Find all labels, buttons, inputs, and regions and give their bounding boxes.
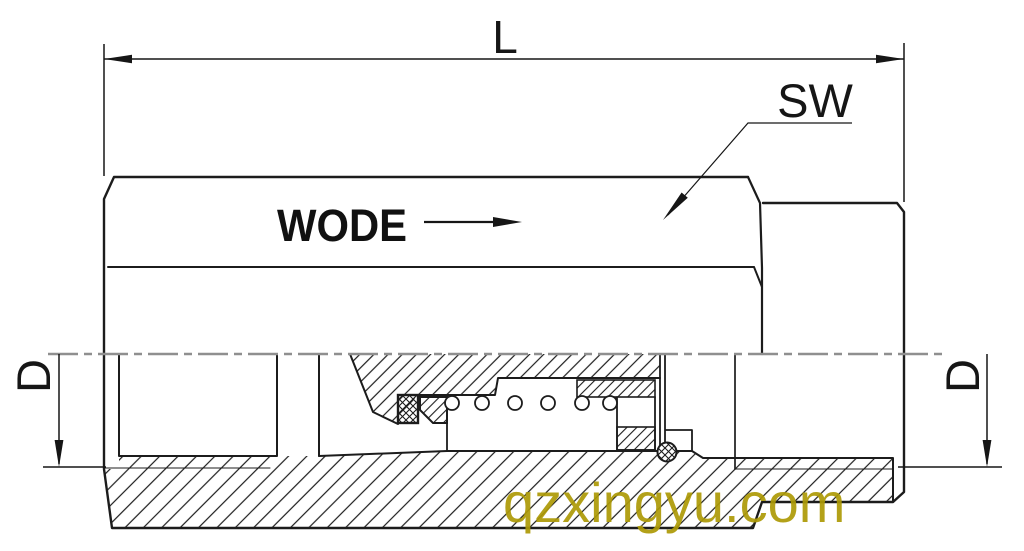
watermark-text: qzxingyu.com <box>503 471 845 534</box>
brand-text: WODE <box>277 200 407 251</box>
flow-direction-arrow <box>424 217 522 227</box>
spring-coil <box>474 395 490 411</box>
poppet-seal <box>396 393 420 425</box>
body-section-hatch <box>104 451 893 528</box>
spring-coils <box>444 395 618 411</box>
spring-coil <box>540 395 556 411</box>
arrowhead-down <box>982 440 992 467</box>
leader-line <box>667 122 852 216</box>
left-bore-lines <box>118 353 320 457</box>
arrowhead-left <box>104 54 132 64</box>
seat-insert-hatch <box>350 354 660 424</box>
dimension-L: L <box>103 11 905 202</box>
spring-coil <box>507 395 523 411</box>
arrowhead-right <box>876 54 904 64</box>
spring-coil <box>444 395 460 411</box>
leader-arrowhead <box>663 192 688 220</box>
internal-components <box>396 393 678 463</box>
dim-label-D-right: D <box>936 359 989 393</box>
section-hatching <box>104 354 893 528</box>
retainer-hatch <box>616 426 656 451</box>
seat-cone-lines <box>349 353 661 425</box>
dim-label-D-left: D <box>7 359 60 393</box>
hex-facet-line <box>107 266 763 288</box>
dim-label-L: L <box>492 11 518 63</box>
poppet-body <box>419 396 448 424</box>
o-ring-hatch <box>657 442 677 462</box>
hex-right-edge <box>746 175 764 356</box>
leader-SW: SW <box>663 74 853 220</box>
spring-coil <box>574 395 590 411</box>
spring-coil <box>602 395 618 411</box>
valve-outline <box>102 175 906 530</box>
arrowhead-down <box>54 440 64 467</box>
brand-marking: WODE <box>277 200 522 251</box>
body-outline <box>102 175 906 530</box>
dimension-D-right: D <box>898 354 1002 468</box>
dim-label-SW: SW <box>777 74 853 127</box>
dimension-D-left: D <box>7 354 106 468</box>
sleeve-end-lines <box>446 353 693 452</box>
spring-guide-hatch <box>576 379 656 398</box>
